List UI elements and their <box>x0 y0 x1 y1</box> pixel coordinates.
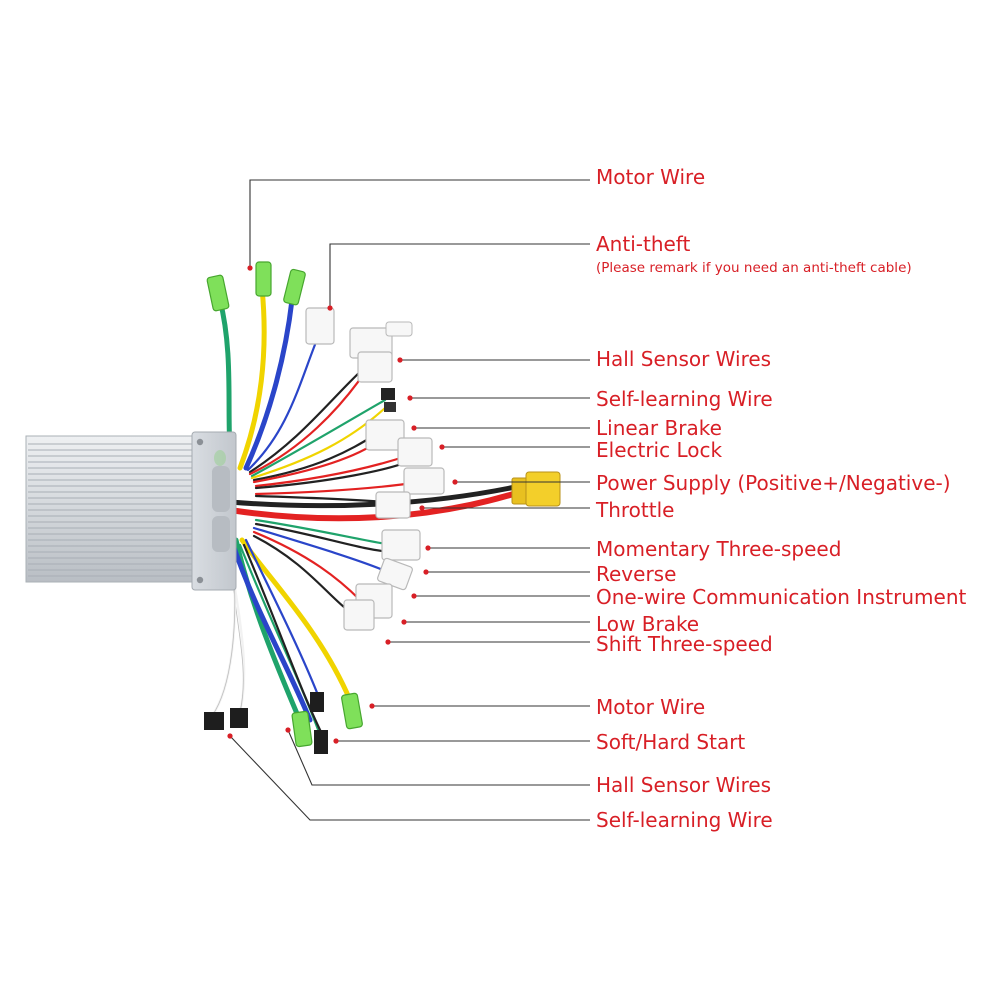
label-low-brake: Low Brake <box>596 612 700 636</box>
leader-dot <box>385 639 391 645</box>
label-reverse: Reverse <box>596 562 677 586</box>
leader-line <box>229 735 590 821</box>
leader-dot <box>397 357 403 363</box>
multi-pin-connector-icon <box>310 692 324 712</box>
label-momentary-three-speed: Momentary Three-speed <box>596 537 842 561</box>
leader-line <box>329 243 590 308</box>
controller-housing-icon <box>25 431 237 591</box>
leader-dot <box>327 305 333 311</box>
bullet-connector-icon <box>291 710 313 748</box>
multi-pin-connector-icon <box>343 599 375 631</box>
leader-dot <box>227 733 233 739</box>
label-throttle: Throttle <box>596 498 675 522</box>
label-soft-hard-start: Soft/Hard Start <box>596 730 746 754</box>
multi-pin-connector-icon <box>397 437 433 467</box>
multi-pin-connector-icon <box>381 529 421 561</box>
multi-pin-connector-icon <box>314 730 328 754</box>
leader-dot <box>411 425 417 431</box>
leader-line <box>287 729 590 786</box>
multi-pin-connector-icon <box>204 712 224 730</box>
leader-dot <box>452 479 458 485</box>
bullet-connector-icon <box>341 692 363 730</box>
xt60-plug-icon <box>511 471 561 507</box>
label-electric-lock: Electric Lock <box>596 438 723 462</box>
motor-wire-yellow-top <box>237 285 267 471</box>
label-hall-sensor-bottom: Hall Sensor Wires <box>596 773 772 797</box>
leader-dot <box>425 545 431 551</box>
leader-dot <box>401 619 407 625</box>
bullet-connector-icon <box>255 261 272 297</box>
label-linear-brake: Linear Brake <box>596 416 722 440</box>
motor-wire-blue-top <box>243 297 295 471</box>
label-anti-theft-note: (Please remark if you need an anti-theft… <box>596 260 912 276</box>
label-self-learning-bottom: Self-learning Wire <box>596 808 773 832</box>
leader-dot <box>419 505 425 511</box>
multi-pin-connector-icon <box>375 491 411 519</box>
bullet-connector-icon <box>283 268 306 306</box>
multi-pin-connector-icon <box>365 419 405 451</box>
multi-pin-connector-icon <box>357 351 393 383</box>
leader-dot <box>439 444 445 450</box>
motor-wire-blue-bottom <box>229 539 313 723</box>
leader-dot <box>369 703 375 709</box>
label-shift-three-speed: Shift Three-speed <box>596 632 773 656</box>
label-self-learning-top: Self-learning Wire <box>596 387 773 411</box>
multi-pin-connector-icon <box>305 307 335 345</box>
leader-line <box>249 179 590 268</box>
leader-lines <box>227 179 590 821</box>
label-motor-wire-top: Motor Wire <box>596 165 706 189</box>
label-hall-sensor-top: Hall Sensor Wires <box>596 347 772 371</box>
label-power-supply: Power Supply (Positive+/Negative-) <box>596 471 951 495</box>
leader-dot <box>247 265 253 271</box>
label-motor-wire-bottom: Motor Wire <box>596 695 706 719</box>
leader-dot <box>333 738 339 744</box>
multi-pin-connector-icon <box>403 467 445 495</box>
multi-pin-connector-icon <box>230 708 248 728</box>
label-anti-theft: Anti-theft <box>596 232 691 256</box>
leader-dot <box>411 593 417 599</box>
leader-dot <box>423 569 429 575</box>
label-one-wire: One-wire Communication Instrument <box>596 585 967 609</box>
connectors <box>204 261 561 754</box>
bullet-connector-icon <box>206 274 230 312</box>
leader-dot <box>285 727 291 733</box>
leader-dot <box>407 395 413 401</box>
multi-pin-connector-icon <box>381 388 395 400</box>
